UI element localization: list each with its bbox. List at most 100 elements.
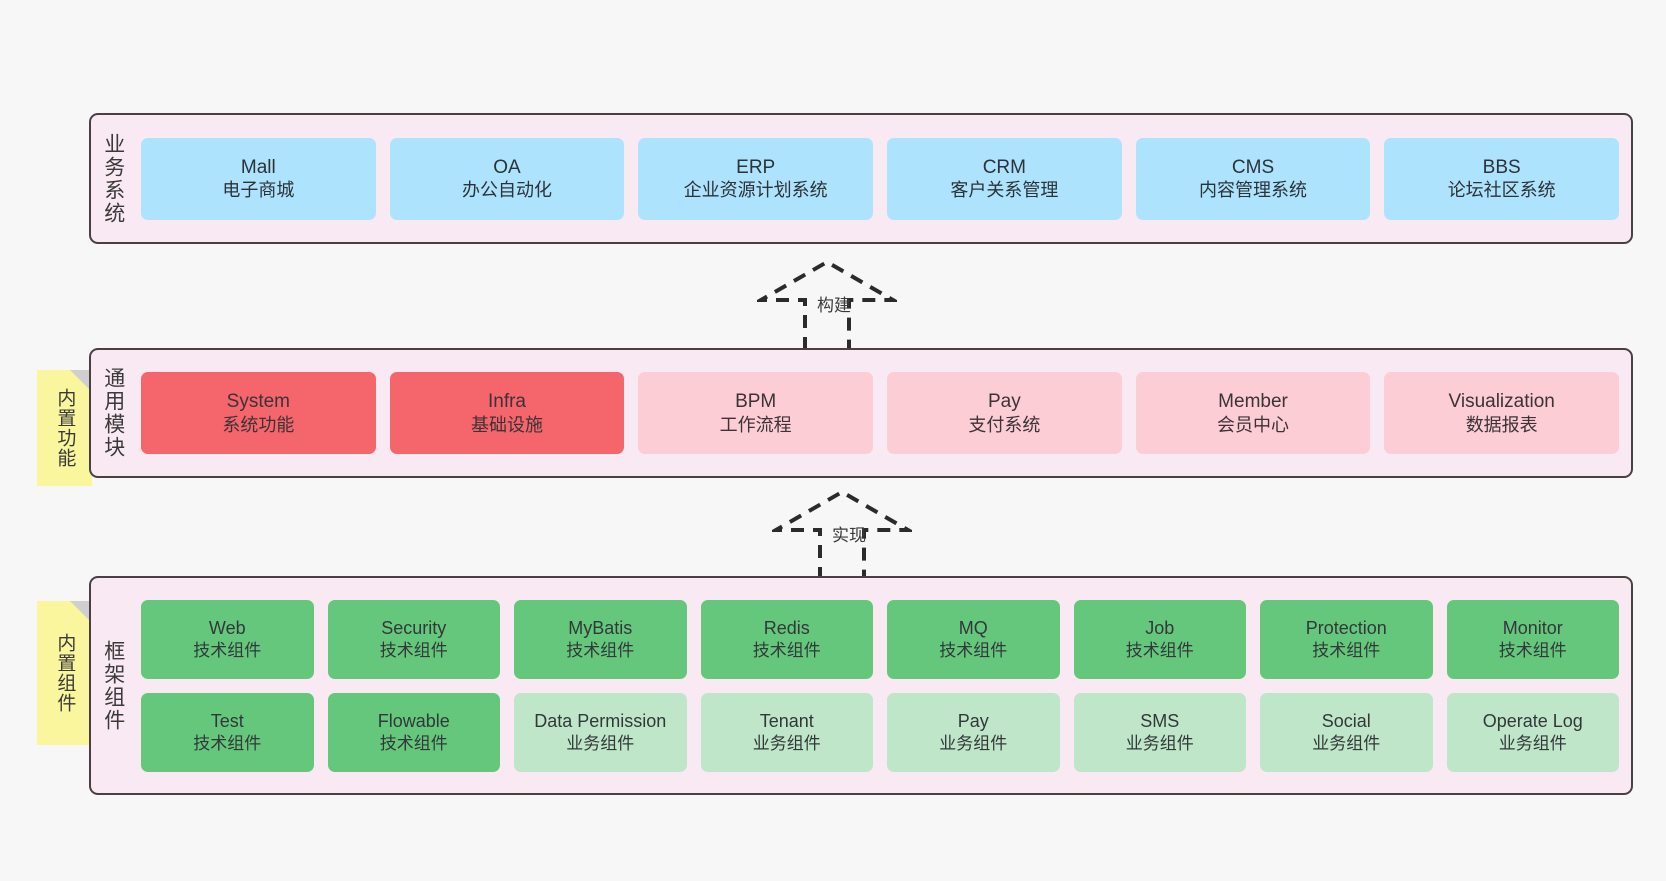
- node-tenant[interactable]: Tenant 业务组件: [700, 692, 873, 772]
- node-title: CRM: [982, 156, 1026, 178]
- node-subtitle: 技术组件: [379, 640, 448, 660]
- layer-modules-body: System 系统功能 Infra 基础设施 BPM 工作流程 Pay 支付系统…: [135, 350, 1631, 476]
- node-subtitle: 论坛社区系统: [1447, 180, 1556, 201]
- node-title: CMS: [1231, 156, 1275, 178]
- node-title: OA: [493, 156, 521, 178]
- node-bpm[interactable]: BPM 工作流程: [638, 372, 874, 454]
- node-subtitle: 数据报表: [1465, 414, 1538, 435]
- layer-framework-components: 框架组件 Web 技术组件 Security 技术组件 MyBatis 技术组件…: [89, 576, 1633, 795]
- node-title: Visualization: [1448, 391, 1555, 413]
- node-title: Pay: [987, 391, 1021, 413]
- node-subtitle: 业务组件: [1125, 733, 1194, 753]
- node-subtitle: 业务组件: [566, 733, 635, 753]
- node-operate-log[interactable]: Operate Log 业务组件: [1446, 692, 1619, 772]
- node-title: Operate Log: [1482, 711, 1583, 732]
- arrow-build-label: 构建: [817, 296, 851, 315]
- node-title: Web: [208, 618, 246, 639]
- node-social[interactable]: Social 业务组件: [1260, 692, 1433, 772]
- node-title: Protection: [1305, 618, 1387, 639]
- node-subtitle: 技术组件: [752, 640, 821, 660]
- node-title: Test: [210, 711, 244, 732]
- node-title: Member: [1218, 391, 1288, 413]
- node-subtitle: 系统功能: [222, 414, 295, 435]
- business-row: Mall 电子商城 OA 办公自动化 ERP 企业资源计划系统 CRM 客户关系…: [141, 137, 1620, 220]
- node-erp[interactable]: ERP 企业资源计划系统: [638, 137, 874, 220]
- node-subtitle: 技术组件: [1498, 640, 1567, 660]
- node-title: Flowable: [377, 711, 450, 732]
- node-security[interactable]: Security 技术组件: [327, 599, 500, 679]
- arrow-implement-label: 实现: [832, 526, 866, 545]
- node-subtitle: 技术组件: [939, 640, 1008, 660]
- node-subtitle: 技术组件: [1312, 640, 1381, 660]
- node-mq[interactable]: MQ 技术组件: [887, 599, 1060, 679]
- node-title: SMS: [1140, 711, 1180, 732]
- node-title: Redis: [763, 618, 810, 639]
- node-title: BPM: [735, 391, 777, 413]
- node-cms[interactable]: CMS 内容管理系统: [1135, 137, 1371, 220]
- node-subtitle: 技术组件: [566, 640, 635, 660]
- layer-business-systems: 业务系统 Mall 电子商城 OA 办公自动化 ERP 企业资源计划系统 CRM…: [89, 113, 1633, 244]
- layer-business-body: Mall 电子商城 OA 办公自动化 ERP 企业资源计划系统 CRM 客户关系…: [135, 115, 1631, 242]
- sticky-note-label: 内置组件: [54, 633, 76, 713]
- node-oa[interactable]: OA 办公自动化: [389, 137, 625, 220]
- modules-row: System 系统功能 Infra 基础设施 BPM 工作流程 Pay 支付系统…: [141, 372, 1620, 454]
- node-system[interactable]: System 系统功能: [141, 372, 376, 454]
- node-title: MQ: [958, 618, 988, 639]
- node-subtitle: 业务组件: [1312, 733, 1381, 753]
- node-subtitle: 技术组件: [193, 640, 262, 660]
- node-member[interactable]: Member 会员中心: [1135, 372, 1371, 454]
- node-sms[interactable]: SMS 业务组件: [1073, 692, 1246, 772]
- node-pay[interactable]: Pay 支付系统: [887, 372, 1122, 454]
- node-web[interactable]: Web 技术组件: [141, 599, 314, 679]
- node-subtitle: 基础设施: [471, 414, 543, 435]
- node-pay-component[interactable]: Pay 业务组件: [887, 692, 1060, 772]
- framework-row-2: Test 技术组件 Flowable 技术组件 Data Permission …: [141, 692, 1619, 772]
- node-subtitle: 技术组件: [379, 733, 448, 753]
- node-subtitle: 电子商城: [222, 180, 295, 201]
- node-title: Data Permission: [534, 711, 667, 732]
- node-data-permission[interactable]: Data Permission 业务组件: [514, 692, 687, 772]
- node-flowable[interactable]: Flowable 技术组件: [327, 692, 500, 772]
- node-title: Job: [1145, 618, 1175, 639]
- node-subtitle: 业务组件: [1498, 733, 1567, 753]
- node-protection[interactable]: Protection 技术组件: [1260, 599, 1433, 679]
- node-title: Infra: [487, 391, 527, 413]
- node-test[interactable]: Test 技术组件: [141, 692, 314, 772]
- layer-framework-body: Web 技术组件 Security 技术组件 MyBatis 技术组件 Redi…: [135, 578, 1631, 793]
- node-redis[interactable]: Redis 技术组件: [700, 599, 873, 679]
- node-subtitle: 业务组件: [939, 733, 1008, 753]
- node-subtitle: 企业资源计划系统: [683, 180, 828, 201]
- node-visualization[interactable]: Visualization 数据报表: [1384, 372, 1620, 454]
- arrow-implement-icon: [772, 489, 912, 580]
- node-title: Pay: [957, 711, 989, 732]
- layer-framework-label: 框架组件: [101, 639, 125, 732]
- node-title: MyBatis: [568, 618, 633, 639]
- sticky-note-label: 内置功能: [54, 388, 76, 468]
- framework-row-1: Web 技术组件 Security 技术组件 MyBatis 技术组件 Redi…: [141, 599, 1619, 679]
- node-mall[interactable]: Mall 电子商城: [141, 137, 376, 220]
- node-subtitle: 技术组件: [1125, 640, 1194, 660]
- arrow-build-icon: [757, 259, 897, 350]
- sticky-note-builtin-functions: 内置功能: [37, 370, 92, 486]
- layer-modules-label: 通用模块: [101, 367, 125, 459]
- node-mybatis[interactable]: MyBatis 技术组件: [514, 599, 687, 679]
- node-title: Monitor: [1502, 618, 1563, 639]
- node-title: Mall: [240, 156, 276, 178]
- node-subtitle: 工作流程: [719, 414, 792, 435]
- layer-common-modules: 通用模块 System 系统功能 Infra 基础设施 BPM 工作流程 Pay…: [89, 348, 1633, 478]
- node-subtitle: 内容管理系统: [1199, 180, 1308, 201]
- node-subtitle: 技术组件: [193, 733, 262, 753]
- node-subtitle: 业务组件: [752, 733, 821, 753]
- node-subtitle: 支付系统: [968, 414, 1041, 435]
- node-title: Tenant: [759, 711, 814, 732]
- node-crm[interactable]: CRM 客户关系管理: [887, 137, 1122, 220]
- node-monitor[interactable]: Monitor 技术组件: [1446, 599, 1619, 679]
- node-subtitle: 客户关系管理: [950, 180, 1059, 201]
- node-job[interactable]: Job 技术组件: [1073, 599, 1246, 679]
- layer-business-label: 业务系统: [101, 132, 125, 225]
- node-infra[interactable]: Infra 基础设施: [389, 372, 625, 454]
- node-bbs[interactable]: BBS 论坛社区系统: [1384, 137, 1620, 220]
- node-title: Social: [1321, 711, 1371, 732]
- node-title: Security: [381, 618, 447, 639]
